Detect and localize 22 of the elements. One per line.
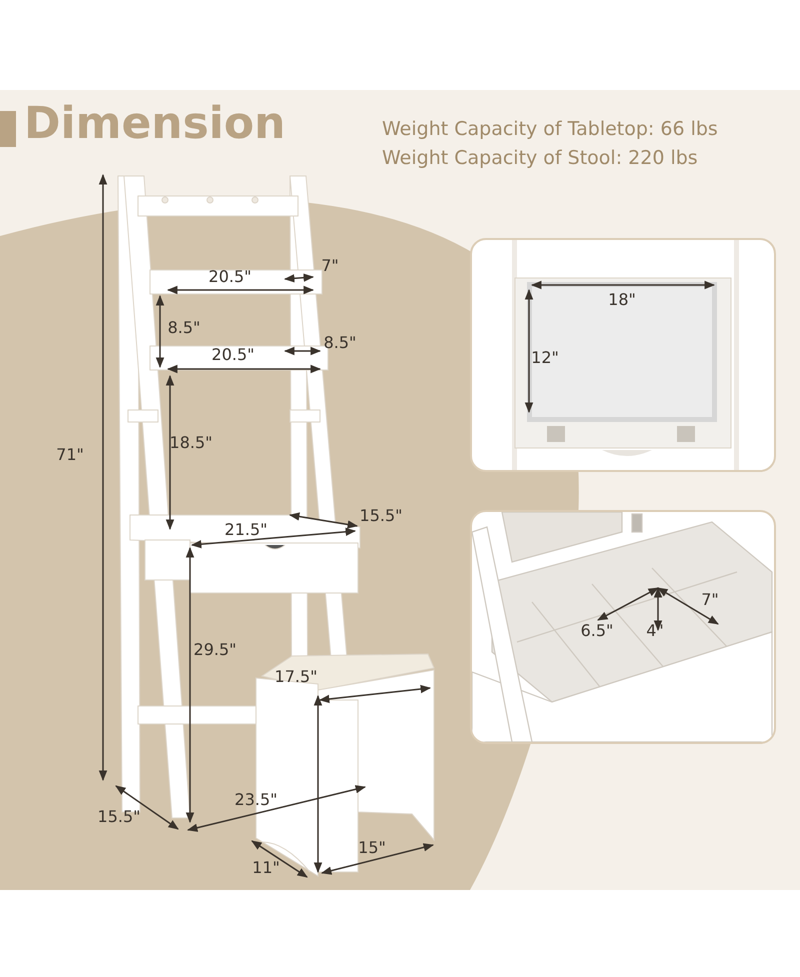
dimension-label: 18" — [608, 291, 636, 309]
dimension-label: 12" — [531, 349, 559, 367]
dimension-label: 20.5" — [208, 268, 252, 286]
capacity-note: Weight Capacity of Tabletop: 66 lbs — [382, 118, 718, 141]
dimension-label: 15.5" — [360, 507, 402, 525]
dimension-label: 20.5" — [212, 346, 254, 364]
dimension-label: 7" — [321, 257, 339, 275]
capacity-note: Weight Capacity of Stool: 220 lbs — [382, 147, 698, 170]
dimension-label: 18.5" — [170, 434, 212, 452]
dimension-label: 15.5" — [98, 808, 140, 826]
dimension-label: 29.5" — [194, 641, 236, 659]
dimension-label: 17.5" — [274, 668, 318, 686]
dimension-label: 6.5" — [580, 622, 614, 640]
dimension-label: 8.5" — [324, 334, 356, 352]
dimension-label: 15" — [358, 839, 386, 857]
dimension-label: 8.5" — [168, 319, 200, 337]
dimension-label: 23.5" — [234, 791, 278, 809]
dimension-label: 71" — [56, 446, 84, 464]
dimension-label: 7" — [701, 591, 719, 609]
dimension-label: 11" — [252, 859, 280, 877]
heading: Dimension — [24, 98, 286, 151]
dimension-label: 21.5" — [224, 521, 268, 539]
